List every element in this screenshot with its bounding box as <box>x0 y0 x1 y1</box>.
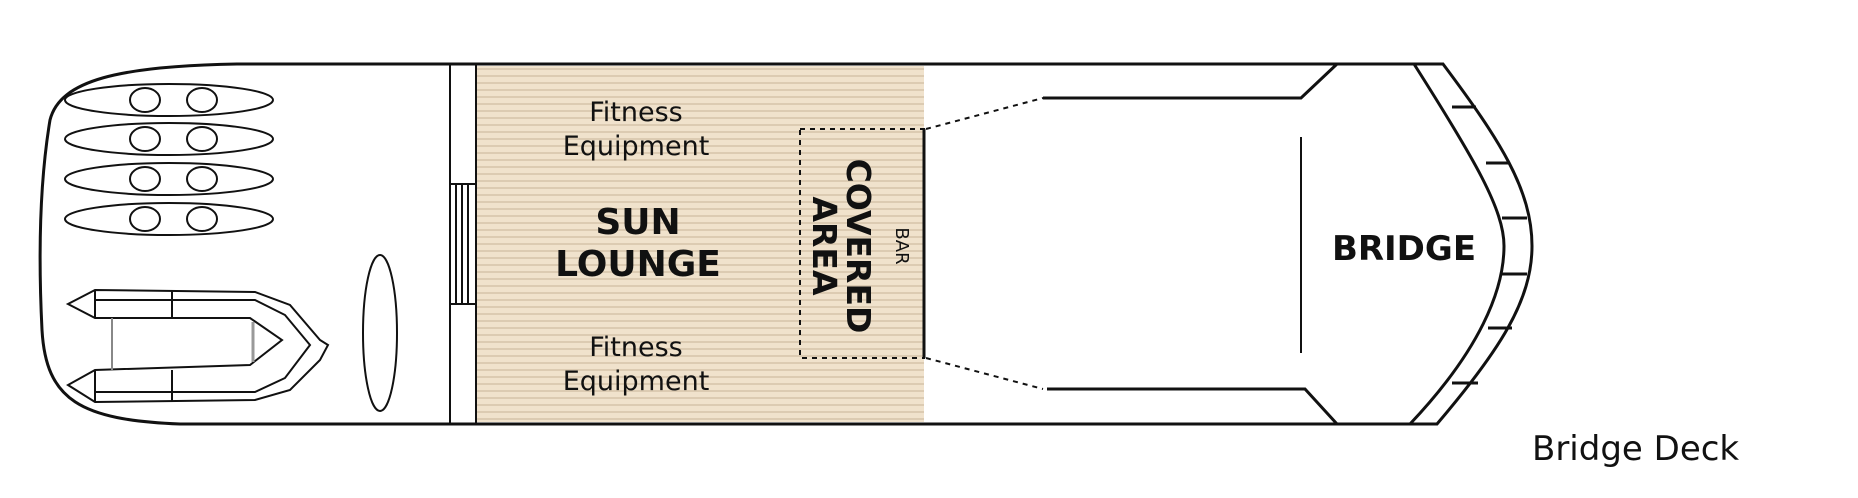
bar-label: BAR <box>891 227 912 264</box>
kayak-icon <box>64 202 274 236</box>
sun-lounge-label: LOUNGE <box>555 244 721 285</box>
kayak-icon <box>64 162 274 196</box>
kayak-icon <box>64 122 274 156</box>
hull-outline <box>38 62 1534 426</box>
covered-area-outline <box>799 128 925 359</box>
deck-name-title: Bridge Deck <box>1532 429 1739 469</box>
bridge-wall-top <box>1043 62 1339 100</box>
bow-railing <box>1408 63 1506 426</box>
covered-area-label: AREA <box>805 196 844 295</box>
surfboard-icon <box>362 254 398 412</box>
bridge-wall-bottom <box>1047 387 1339 426</box>
fitness-equipment-bottom-label: Fitness <box>589 332 683 363</box>
stairs-icon <box>449 183 477 305</box>
fitness-equipment-top-label: Equipment <box>563 131 710 162</box>
sun-deck-floor <box>477 66 924 422</box>
kayak-icon <box>64 83 274 117</box>
tender-boat-icon <box>65 288 330 404</box>
covered-area-label: COVERED <box>839 159 878 334</box>
sun-lounge-label: SUN <box>595 202 680 243</box>
fitness-equipment-top-label: Fitness <box>589 97 683 128</box>
fitness-equipment-bottom-label: Equipment <box>563 366 710 397</box>
bridge-label: BRIDGE <box>1332 229 1476 269</box>
bow-railing-segments <box>1452 105 1527 385</box>
